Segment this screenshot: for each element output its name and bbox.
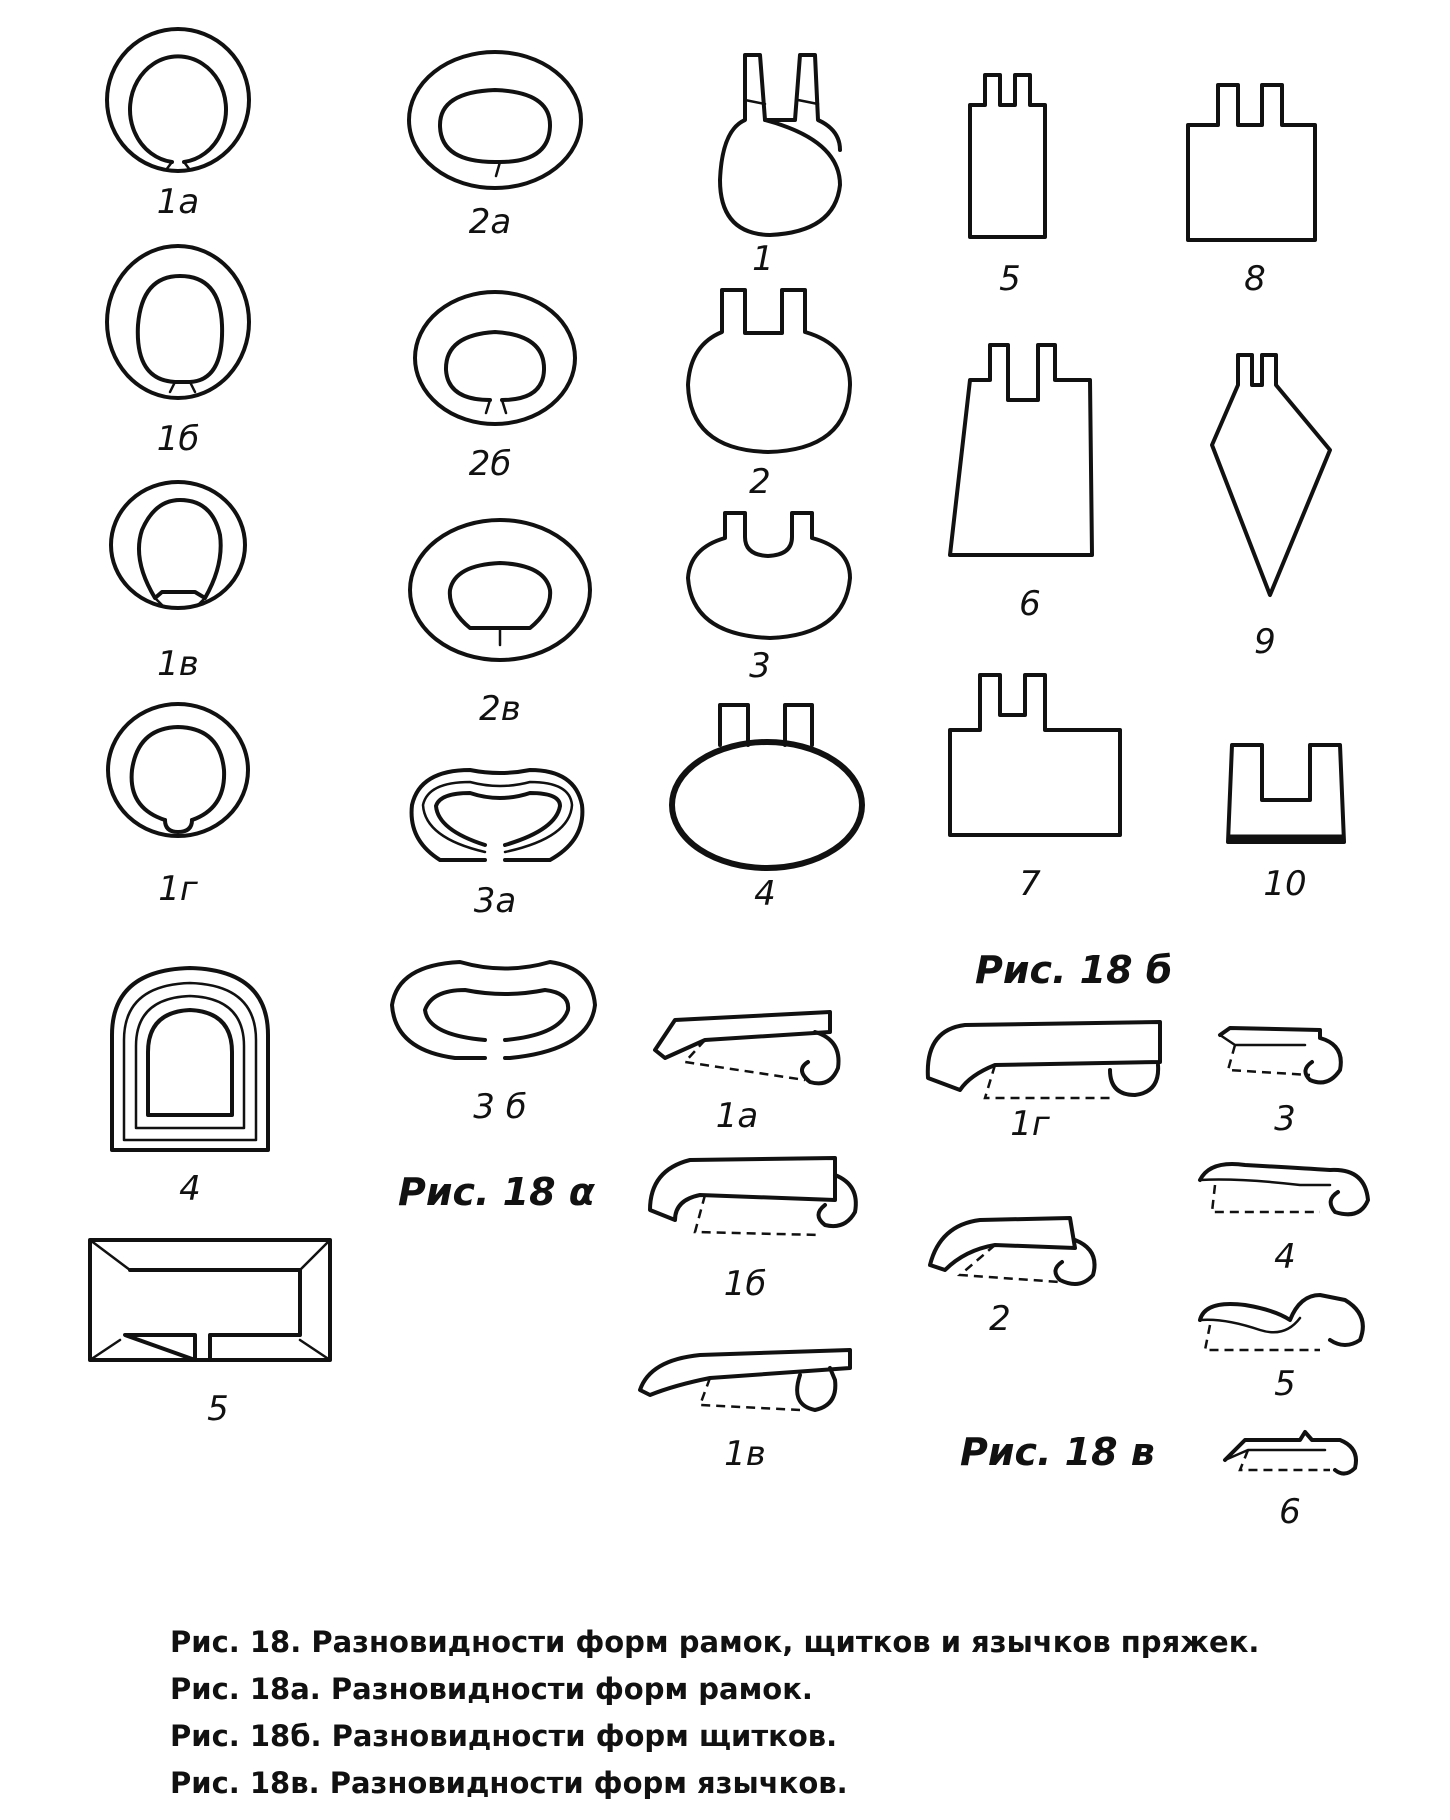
plate-7: [948, 673, 1122, 837]
frame-2b: [413, 290, 577, 426]
tongue-6: [1223, 1430, 1358, 1476]
frame-3b: [390, 960, 597, 1060]
frame-1v: [109, 480, 247, 610]
tongue-1v-label: 1в: [724, 1434, 766, 1474]
frame-5: [88, 1238, 332, 1362]
caption-main: Рис. 18. Разновидности форм рамок, щитко…: [170, 1625, 1260, 1659]
caption-18v: Рис. 18в. Разновидности форм язычков.: [170, 1766, 848, 1800]
plate-10-label: 10: [1263, 864, 1306, 904]
plate-9-label: 9: [1254, 622, 1276, 662]
frame-1g: [106, 702, 250, 838]
tongue-1g: [925, 1020, 1162, 1100]
frame-2b-label: 2б: [469, 444, 512, 484]
plate-2: [686, 288, 852, 454]
plate-8: [1186, 83, 1317, 242]
plates-figure-title: Рис. 18 б: [975, 948, 1172, 992]
tongue-4-label: 4: [1274, 1237, 1296, 1277]
frame-4-label: 4: [179, 1169, 201, 1209]
tongue-5: [1198, 1293, 1365, 1352]
tongue-3: [1218, 1026, 1343, 1085]
plate-7-label: 7: [1019, 864, 1041, 904]
tongue-6-label: 6: [1279, 1492, 1301, 1532]
caption-18b: Рис. 18б. Разновидности форм щитков.: [170, 1719, 838, 1753]
plate-4: [669, 703, 865, 871]
caption-18a: Рис. 18а. Разновидности форм рамок.: [170, 1672, 813, 1706]
frame-2a: [407, 50, 583, 190]
frame-2v: [408, 518, 592, 662]
plate-5-label: 5: [999, 259, 1021, 299]
tongues-figure-title: Рис. 18 в: [960, 1430, 1155, 1474]
plate-1-label: 1: [752, 239, 774, 279]
tongue-1g-label: 1г: [1010, 1104, 1051, 1144]
frame-1v-label: 1в: [157, 644, 199, 684]
frame-5-label: 5: [207, 1389, 229, 1429]
plate-9: [1210, 353, 1332, 597]
frame-1a: [105, 27, 251, 173]
tongue-5-label: 5: [1274, 1364, 1296, 1404]
tongue-1a: [653, 1010, 841, 1086]
tongue-2: [928, 1216, 1097, 1286]
plate-4-label: 4: [754, 874, 776, 914]
frame-2v-label: 2в: [479, 689, 521, 729]
tongue-1v: [638, 1348, 852, 1412]
frame-3a: [409, 768, 585, 862]
plate-1: [718, 53, 842, 237]
frame-1b-label: 1б: [157, 419, 200, 459]
tongue-2-label: 2: [989, 1299, 1011, 1339]
frames-figure-title: Рис. 18 α: [398, 1170, 596, 1214]
plate-10: [1226, 743, 1346, 844]
frame-1b: [105, 244, 251, 400]
plate-6-label: 6: [1019, 584, 1041, 624]
tongue-1a-label: 1а: [716, 1096, 758, 1136]
frame-3a-label: 3а: [474, 881, 516, 921]
tongue-3-label: 3: [1274, 1099, 1296, 1139]
tongue-1b-label: 1б: [724, 1264, 767, 1304]
plate-6: [948, 343, 1094, 557]
plate-5: [968, 73, 1047, 239]
tongue-1b: [648, 1156, 858, 1237]
frame-3b-label: 3 б: [473, 1087, 526, 1127]
frame-1g-label: 1г: [158, 869, 199, 909]
plate-3-label: 3: [749, 646, 771, 686]
tongue-4: [1198, 1162, 1370, 1217]
plate-2-label: 2: [749, 462, 771, 502]
frame-2a-label: 2а: [469, 202, 511, 242]
frame-1a-label: 1а: [157, 182, 199, 222]
plate-3: [686, 511, 852, 640]
plate-8-label: 8: [1244, 259, 1266, 299]
frame-4: [110, 966, 270, 1152]
